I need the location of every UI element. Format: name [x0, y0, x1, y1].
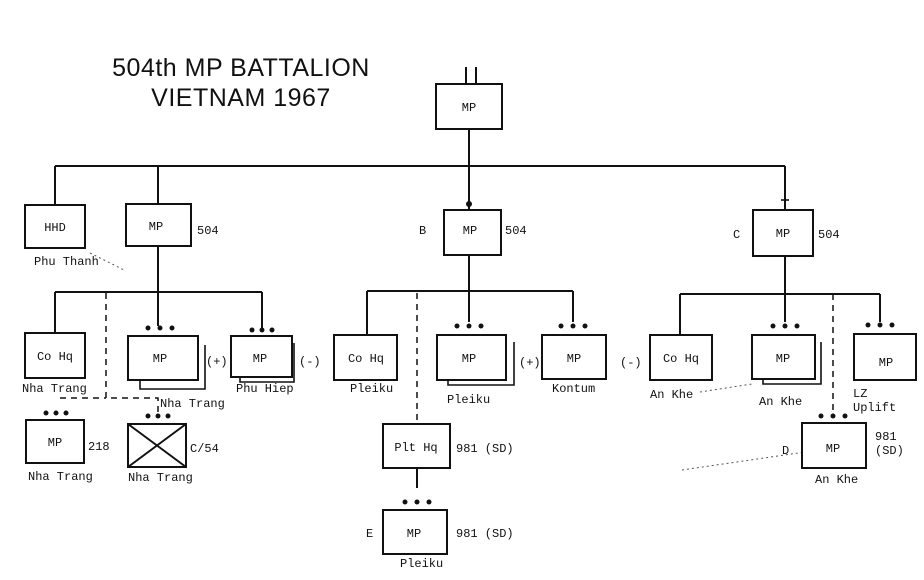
- b-company-hq-symbol: Co Hq: [348, 352, 384, 366]
- a-detachment-218: MP 218 Nha Trang: [25, 410, 110, 484]
- chart-title-line1: 504th MP BATTALION: [112, 54, 370, 82]
- b-platoon-plus-location: Pleiku: [447, 393, 490, 407]
- battalion-symbol: MP: [462, 101, 476, 115]
- c-platoon-lz-uplift-symbol: MP: [879, 356, 893, 370]
- company-a-number: 504: [197, 224, 219, 238]
- a-company-c54: C/54 Nha Trang: [127, 413, 219, 485]
- hhd-symbol: HHD: [44, 221, 66, 235]
- a-company-hq-location: Nha Trang: [22, 382, 87, 396]
- b-company-hq-location: Pleiku: [350, 382, 393, 396]
- c-detachment-981-number2: (SD): [875, 444, 904, 458]
- a-detachment-218-number: 218: [88, 440, 110, 454]
- c-platoon-location: An Khe: [759, 395, 802, 409]
- company-c-letter: C: [733, 228, 740, 242]
- c-platoon-symbol: MP: [776, 352, 790, 366]
- c-company-hq-symbol: Co Hq: [663, 352, 699, 366]
- b-platoon-minus-symbol: MP: [567, 352, 581, 366]
- c-detachment-981-location: An Khe: [815, 473, 858, 487]
- b-platoon-hq-symbol: Plt Hq: [394, 441, 437, 455]
- chart-title-line2: VIETNAM 1967: [151, 84, 331, 112]
- c-platoon-lz-uplift-location1: LZ: [853, 387, 867, 401]
- a-detachment-218-symbol: MP: [48, 436, 62, 450]
- b-detachment-981-location: Pleiku: [400, 557, 443, 571]
- c-detachment-981-letter: D: [782, 444, 789, 458]
- hhd-unit: HHD Phu Thanh: [24, 204, 99, 269]
- battalion-unit: MP: [435, 83, 503, 130]
- company-c-unit: MP C 504: [733, 198, 840, 257]
- a-platoon-minus: MP (-) Phu Hiep: [230, 327, 321, 396]
- company-c-symbol: MP: [776, 227, 790, 241]
- b-platoon-minus: MP (-) Kontum: [541, 323, 642, 396]
- b-platoon-plus-modifier: (+): [519, 356, 541, 370]
- c-company-hq: Co Hq An Khe: [649, 334, 713, 402]
- b-detachment-981-symbol: MP: [407, 527, 421, 541]
- a-platoon-plus-modifier: (+): [206, 355, 228, 369]
- c-detachment-981: MP D 981 (SD) An Khe: [782, 413, 904, 487]
- company-a-unit: MP 504: [125, 203, 219, 247]
- b-detachment-981-number: 981 (SD): [456, 527, 514, 541]
- b-platoon-minus-modifier: (-): [620, 356, 642, 370]
- a-platoon-minus-modifier: (-): [299, 355, 321, 369]
- c-detachment-981-number1: 981: [875, 430, 897, 444]
- b-detachment-981-letter: E: [366, 527, 373, 541]
- hhd-location: Phu Thanh: [34, 255, 99, 269]
- b-company-hq: Co Hq Pleiku: [333, 334, 398, 396]
- c-detachment-981-symbol: MP: [826, 442, 840, 456]
- a-company-hq-symbol: Co Hq: [37, 350, 73, 364]
- a-platoon-plus: MP (+) Nha Trang: [127, 325, 228, 411]
- a-platoon-plus-location: Nha Trang: [160, 397, 225, 411]
- b-platoon-hq-number: 981 (SD): [456, 442, 514, 456]
- a-company-c54-number: C/54: [190, 442, 219, 456]
- c-platoon-lz-uplift: MP LZ Uplift: [853, 322, 917, 415]
- c-platoon: MP An Khe: [751, 323, 822, 409]
- a-company-c54-location: Nha Trang: [128, 471, 193, 485]
- c-platoon-lz-uplift-location2: Uplift: [853, 401, 896, 415]
- company-b-unit: MP B 504: [419, 201, 527, 256]
- b-platoon-plus-symbol: MP: [462, 352, 476, 366]
- a-platoon-minus-location: Phu Hiep: [236, 382, 294, 396]
- b-platoon-plus: MP (+) Pleiku: [436, 323, 541, 407]
- a-platoon-minus-symbol: MP: [253, 352, 267, 366]
- b-detachment-981: MP E 981 (SD) Pleiku: [366, 499, 514, 571]
- company-b-number: 504: [505, 224, 527, 238]
- c-company-hq-location: An Khe: [650, 388, 693, 402]
- company-c-number: 504: [818, 228, 840, 242]
- b-platoon-hq: Plt Hq 981 (SD): [382, 423, 514, 469]
- a-detachment-218-location: Nha Trang: [28, 470, 93, 484]
- company-b-letter: B: [419, 224, 426, 238]
- a-company-hq: Co Hq Nha Trang: [22, 332, 87, 396]
- company-b-symbol: MP: [463, 224, 477, 238]
- a-platoon-plus-symbol: MP: [153, 352, 167, 366]
- company-a-symbol: MP: [149, 220, 163, 234]
- b-platoon-minus-location: Kontum: [552, 382, 595, 396]
